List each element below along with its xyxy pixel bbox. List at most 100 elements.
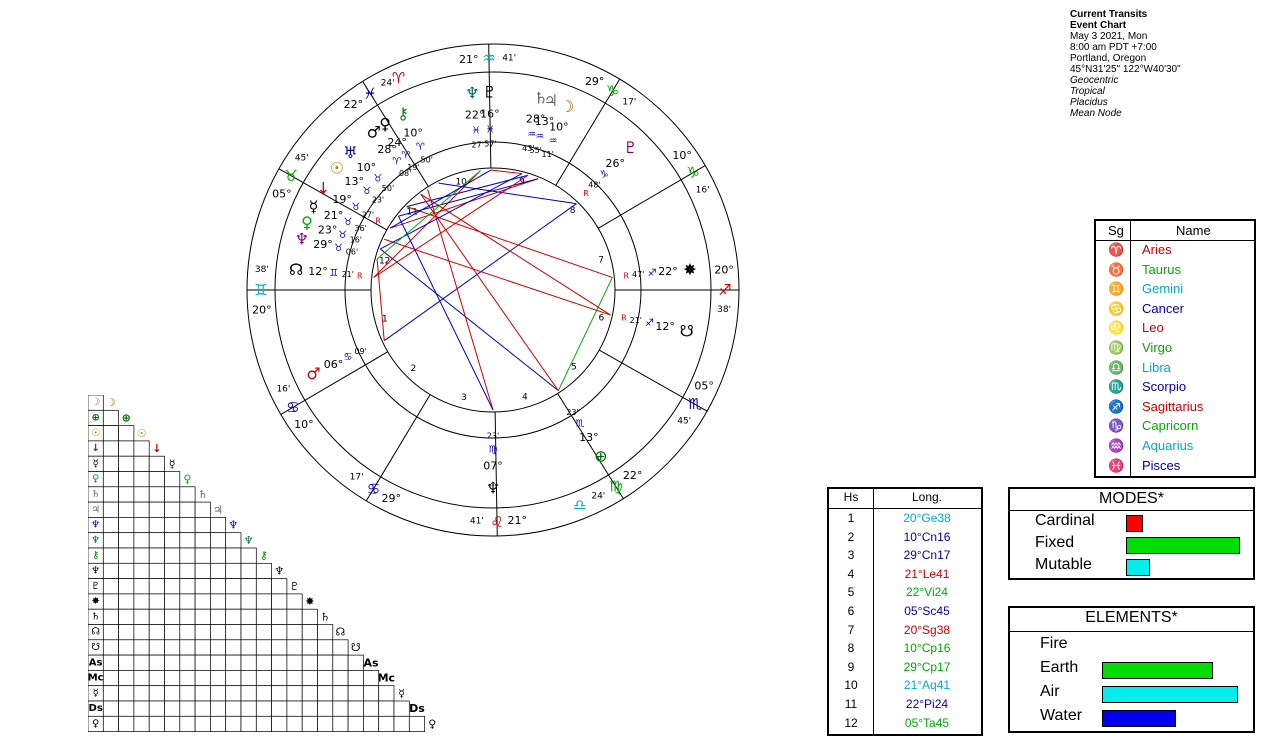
houses-col-house: Hs — [843, 490, 859, 504]
aspect-cell — [240, 715, 257, 732]
planet-minutes: 11' — [541, 150, 553, 159]
aspect-cell — [148, 547, 165, 564]
houses-col-long: Long. — [911, 490, 943, 504]
aspect-cell — [164, 654, 181, 671]
planet-sign: ♓ — [486, 125, 495, 136]
aspect-cell — [164, 685, 181, 702]
aspect-grid-row-glyph: ♄ — [91, 611, 100, 622]
aspect-cell — [210, 547, 227, 564]
planet-degree: 10° — [549, 120, 569, 133]
house-number: 2 — [411, 364, 417, 374]
planet-sign: ♊ — [329, 268, 338, 279]
aspect-cell — [194, 639, 211, 656]
sign-name: Sagittarius — [1142, 398, 1204, 414]
cusp-minutes: 41' — [470, 516, 484, 526]
aspect-cell — [164, 715, 181, 732]
aspect-cell — [210, 670, 227, 687]
aspect-cell — [164, 517, 181, 534]
sign-name: Leo — [1142, 320, 1164, 336]
sign-glyph: ♏ — [1108, 379, 1125, 395]
elements-label: Fire — [1040, 635, 1068, 652]
aspect-cell — [164, 670, 181, 687]
aspect-cell — [194, 562, 211, 579]
signs-row: ♊Gemini — [1096, 281, 1254, 301]
aspect-grid-glyph: ✸ — [305, 595, 314, 608]
aspect-cell — [225, 670, 242, 687]
chart-option: Tropical — [1070, 86, 1105, 97]
aspect-cell — [210, 517, 227, 534]
aspect-cell — [148, 700, 165, 717]
planet-minutes: 43' — [522, 144, 534, 153]
house-number: 10 — [455, 178, 467, 188]
aspect-cell — [102, 425, 119, 442]
aspect-cell — [133, 608, 150, 625]
planet-degree: 24° — [387, 136, 407, 149]
sign-name: Cancer — [1142, 300, 1184, 316]
aspect-cell — [271, 715, 288, 732]
aspect-cell — [210, 685, 227, 702]
aspect-cell — [317, 624, 334, 641]
planet-minutes: 47' — [632, 270, 644, 279]
aspect-cell — [317, 654, 334, 671]
house-longitude: 22°Vi24 — [906, 585, 948, 600]
house-number: 4 — [847, 566, 855, 581]
house-number: 2 — [847, 529, 855, 544]
planet-sign: ♒ — [535, 131, 544, 142]
aspect-cell — [240, 700, 257, 717]
aspect-cell — [347, 700, 364, 717]
aspect-cell — [179, 685, 196, 702]
aspect-grid-row-glyph: Mc — [88, 673, 104, 684]
aspect-cell — [301, 700, 318, 717]
sign-glyph: ♎ — [1108, 359, 1125, 375]
cusp-sign-glyph: ♓ — [363, 84, 376, 102]
aspect-cell — [286, 700, 303, 717]
signs-row: ♒Aquarius — [1096, 438, 1254, 458]
aspect-cell — [118, 700, 135, 717]
signs-row: ♎Libra — [1096, 360, 1254, 380]
sign-glyph: ♒ — [1108, 438, 1125, 453]
aspect-cell — [194, 700, 211, 717]
elements-bar — [1102, 662, 1213, 679]
aspect-cell — [179, 608, 196, 625]
aspect-grid-row-glyph: ⊕ — [91, 412, 99, 423]
aspect-cell — [210, 715, 227, 732]
planet-glyph: ↓ — [317, 179, 330, 198]
houses-divider — [873, 489, 874, 734]
aspect-cell — [225, 608, 242, 625]
sign-glyph: ♍ — [1108, 340, 1125, 355]
aspect-cell — [347, 685, 364, 702]
aspect-grid-glyph: ☊ — [336, 626, 346, 639]
planet-glyph: ☋ — [680, 322, 694, 341]
cusp-sign-glyph: ♊ — [254, 281, 267, 299]
houses-header: Hs Long. — [829, 490, 981, 509]
aspect-cell — [194, 670, 211, 687]
planet-glyph: ♅ — [343, 143, 357, 162]
aspect-grid-glyph: ⚷ — [260, 549, 268, 562]
planet-sign: ♈ — [416, 142, 425, 153]
aspect-cell — [363, 700, 380, 717]
planet-degree: 22° — [658, 265, 678, 278]
aspect-cell — [148, 501, 165, 518]
cusp-sign-glyph: ♌ — [490, 513, 503, 531]
aspect-cell — [148, 608, 165, 625]
aspect-line — [397, 215, 494, 411]
aspect-cell — [301, 639, 318, 656]
cusp-minutes: 17' — [622, 97, 636, 107]
planet-glyph: ☊ — [289, 260, 303, 279]
signs-row: ♌Leo — [1096, 320, 1254, 340]
aspect-cell — [148, 715, 165, 732]
aspect-cell — [255, 639, 272, 656]
aspect-cell — [301, 685, 318, 702]
sign-glyph: ♓ — [1108, 457, 1125, 473]
aspect-grid-glyph: ☋ — [351, 641, 361, 654]
planet-degree: 12° — [308, 265, 328, 278]
aspect-cell — [133, 578, 150, 595]
aspect-cell — [164, 486, 181, 503]
sign-name: Virgo — [1142, 340, 1173, 355]
aspect-cell — [271, 639, 288, 656]
house-cusp-line — [557, 393, 624, 499]
